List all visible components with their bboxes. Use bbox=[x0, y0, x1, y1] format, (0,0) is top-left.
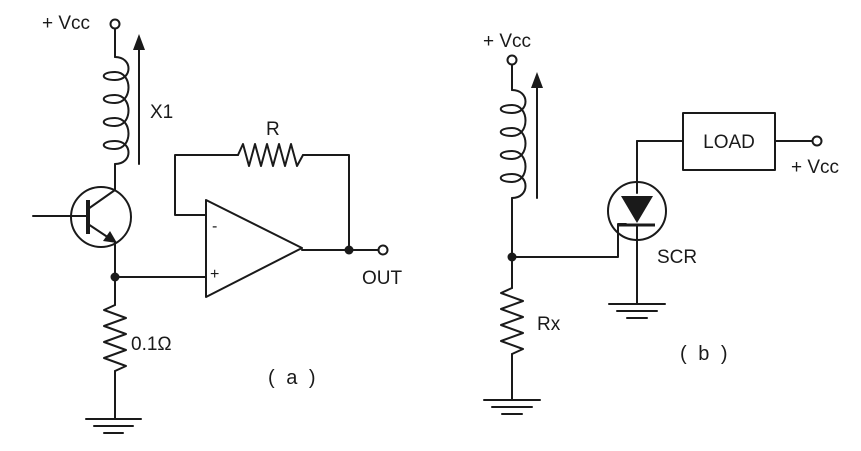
a-sense-resistor bbox=[103, 304, 127, 372]
a-junction-output bbox=[344, 245, 354, 255]
a-feedback-wire-left bbox=[174, 154, 239, 216]
b-resistor-label: Rx bbox=[537, 314, 561, 335]
b-inductor-arrowhead bbox=[531, 72, 543, 88]
circuit-a: + Vcc X1 0.1Ω - + bbox=[32, 13, 403, 434]
a-feedback-wire-right bbox=[302, 154, 350, 251]
b-vcc-label-top: + Vcc bbox=[483, 31, 531, 52]
b-vcc-terminal-right bbox=[811, 135, 823, 147]
a-opamp bbox=[205, 199, 303, 298]
a-vcc-label: + Vcc bbox=[42, 13, 90, 34]
b-load-label: LOAD bbox=[703, 132, 755, 153]
a-feedback-resistor-label: R bbox=[266, 119, 280, 140]
a-vcc-terminal bbox=[109, 18, 121, 30]
a-inductor-arrowhead bbox=[133, 34, 145, 50]
a-opamp-plus: + bbox=[210, 266, 219, 283]
a-output-label: OUT bbox=[362, 268, 403, 289]
a-emitter-arrow bbox=[103, 231, 117, 243]
a-collector-lead bbox=[87, 189, 116, 210]
b-vcc-label-right: + Vcc bbox=[791, 157, 839, 178]
a-sense-resistor-label: 0.1Ω bbox=[131, 334, 172, 355]
a-inductor-label: X1 bbox=[150, 102, 173, 123]
a-output-terminal bbox=[377, 244, 389, 256]
b-scr-triangle bbox=[621, 196, 653, 223]
b-resistor-rx bbox=[500, 287, 524, 355]
b-gate-wire bbox=[511, 223, 627, 258]
b-scr-label: SCR bbox=[657, 247, 697, 268]
a-feedback-resistor bbox=[237, 143, 304, 167]
a-opamp-minus: - bbox=[212, 218, 217, 235]
a-inductor-coil bbox=[102, 56, 130, 165]
b-vcc-terminal-top bbox=[506, 54, 518, 66]
a-caption: ( a ) bbox=[268, 367, 319, 389]
circuit-b: + Vcc Rx SCR LOAD + Vcc bbox=[483, 31, 839, 415]
b-inductor-coil bbox=[499, 89, 527, 199]
b-caption: ( b ) bbox=[680, 343, 731, 365]
